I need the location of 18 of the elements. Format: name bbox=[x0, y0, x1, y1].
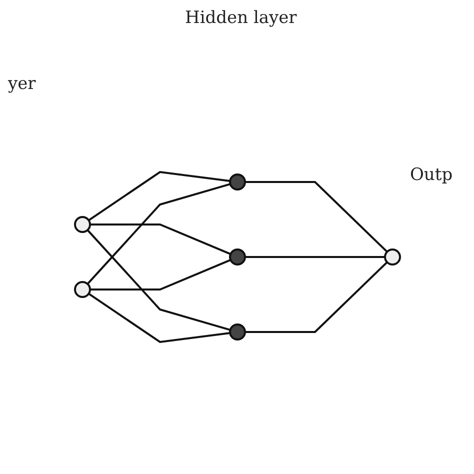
connector bbox=[90, 224, 230, 256]
node-circle bbox=[74, 281, 90, 298]
layer-label: Hidden layer bbox=[185, 8, 297, 28]
node-circle bbox=[384, 248, 400, 266]
connector bbox=[86, 229, 230, 331]
connector bbox=[88, 170, 230, 222]
connector bbox=[244, 262, 388, 333]
layer-label: yer bbox=[8, 74, 36, 94]
layer-label: Outp bbox=[410, 165, 453, 185]
node-circle bbox=[228, 174, 246, 190]
connector bbox=[244, 181, 388, 252]
node-circle bbox=[74, 216, 90, 233]
connector bbox=[90, 258, 230, 290]
node-circle bbox=[228, 324, 246, 340]
node-circle bbox=[228, 248, 246, 266]
connector bbox=[244, 256, 384, 258]
connector bbox=[86, 183, 230, 285]
connector bbox=[88, 292, 230, 344]
